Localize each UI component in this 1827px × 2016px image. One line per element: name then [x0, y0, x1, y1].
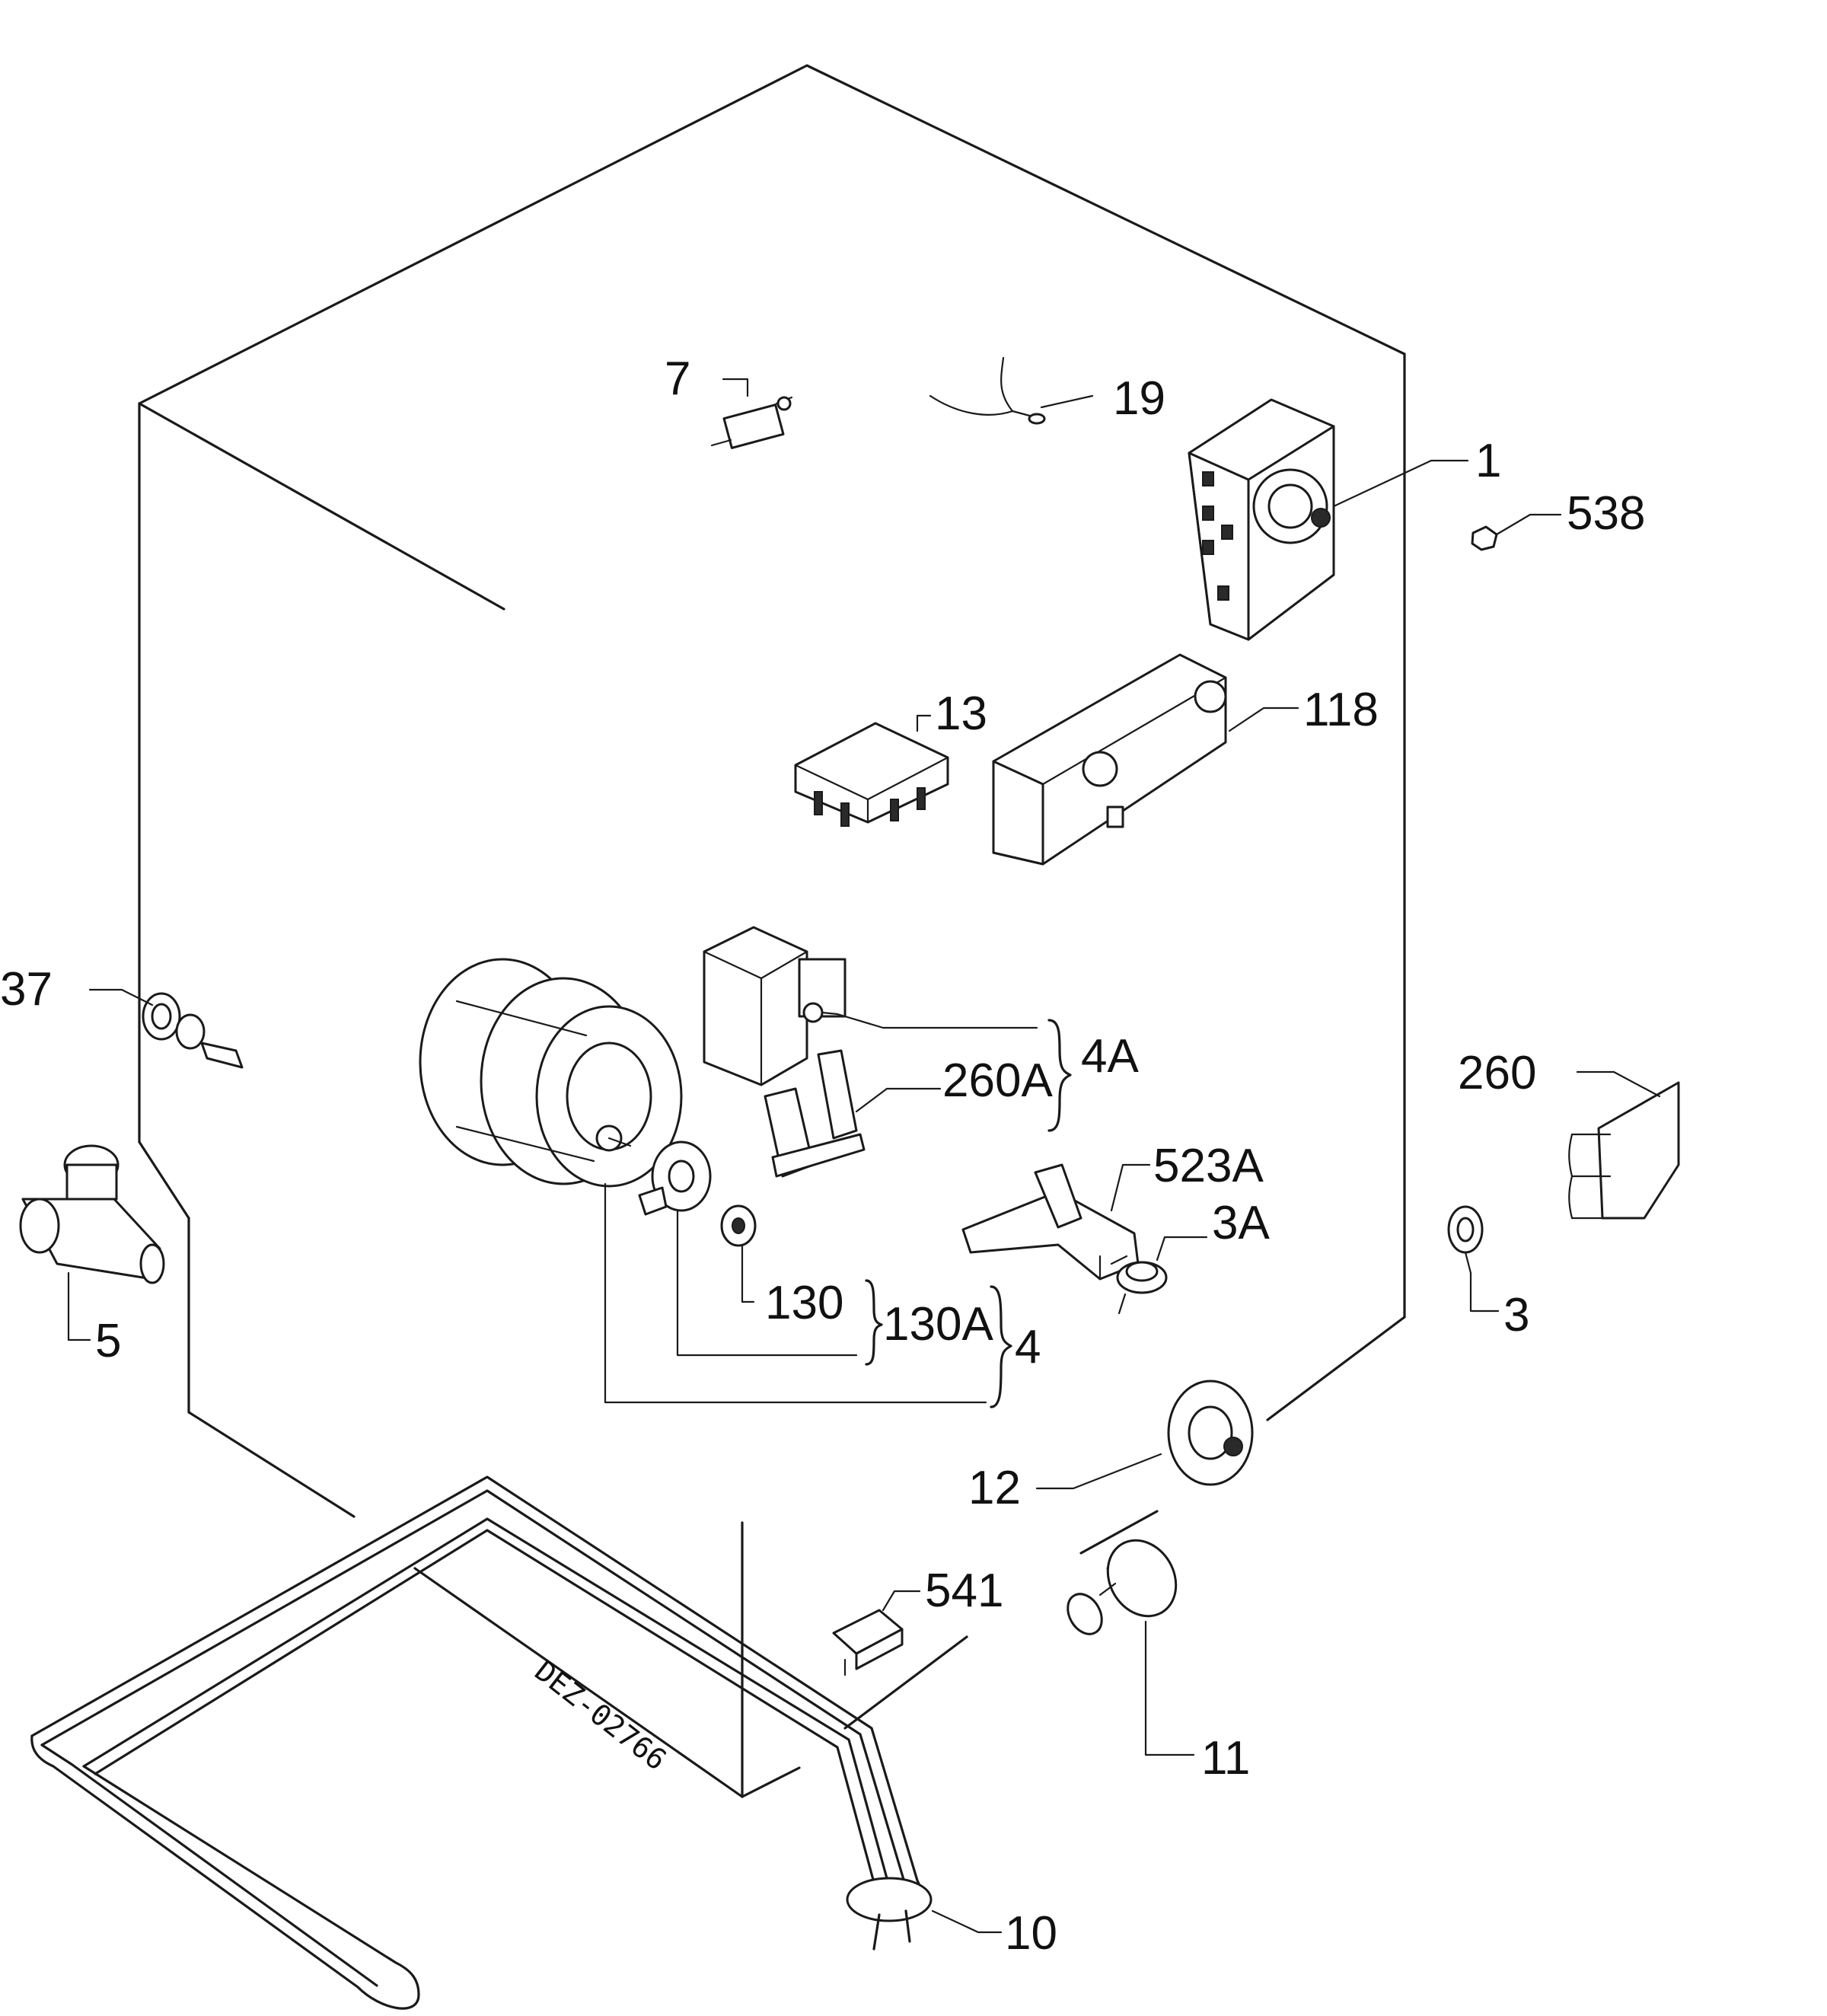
- callout-4: 4: [1015, 1321, 1041, 1373]
- switch-block: [794, 722, 949, 827]
- heating-element: [30, 1475, 933, 2010]
- callout-12: 12: [968, 1462, 1021, 1514]
- callout-13: 13: [935, 687, 987, 740]
- callout-37: 37: [0, 963, 53, 1016]
- thermostat-bracket: [961, 1163, 1140, 1281]
- leader-523A: [1110, 1163, 1151, 1212]
- leader-541: [882, 1590, 921, 1612]
- thermostat-small: [1116, 1261, 1168, 1315]
- level-switch: [142, 992, 244, 1069]
- leader-5: [67, 1271, 91, 1341]
- fan-bracket: [764, 1049, 866, 1178]
- callout-118: 118: [1303, 684, 1379, 736]
- mounting-bracket: [1568, 1081, 1680, 1220]
- brace-130A: [865, 1279, 883, 1366]
- callout-541: 541: [925, 1565, 1003, 1617]
- callout-3A: 3A: [1212, 1197, 1270, 1249]
- leader-538: [1495, 513, 1562, 536]
- callout-11: 11: [1201, 1732, 1250, 1785]
- brace-4: [990, 1285, 1012, 1408]
- wash-motor: [419, 958, 683, 1188]
- leader-11: [1144, 1620, 1195, 1756]
- leader-3: [1469, 1271, 1500, 1313]
- fan-motor: [703, 926, 847, 1086]
- brace-4A: [1047, 1019, 1072, 1132]
- leader-4: [604, 1182, 987, 1404]
- leader-10: [931, 1909, 1003, 1934]
- leader-260: [1576, 1070, 1661, 1098]
- callout-5: 5: [95, 1315, 121, 1367]
- connector-clip: [832, 1609, 904, 1676]
- callout-19: 19: [1113, 372, 1165, 425]
- leader-1: [1332, 459, 1469, 508]
- motor-end-cap: [638, 1140, 712, 1216]
- leader-37: [88, 988, 154, 1006]
- cabinet-outline: [138, 64, 1406, 1798]
- callout-260: 260: [1458, 1047, 1536, 1099]
- leader-7: [722, 378, 749, 397]
- leader-130A: [676, 1209, 858, 1357]
- leader-19: [1040, 394, 1094, 409]
- callout-10: 10: [1005, 1907, 1057, 1960]
- leader-3A: [1156, 1236, 1208, 1262]
- callout-260A: 260A: [942, 1054, 1053, 1107]
- drawing-code: DEZ-02766: [528, 1654, 672, 1776]
- leader-118: [1228, 707, 1299, 732]
- leader-4A: [836, 1013, 1038, 1029]
- motor-bearing: [720, 1204, 757, 1247]
- callout-4A: 4A: [1081, 1030, 1139, 1083]
- callout-130: 130: [765, 1277, 843, 1329]
- leader-260A: [855, 1087, 942, 1113]
- leader-13: [916, 714, 932, 732]
- drain-pump: [1067, 1539, 1178, 1635]
- door-switch: [710, 396, 793, 449]
- programme-timer: [1188, 398, 1335, 641]
- callout-7: 7: [665, 352, 690, 405]
- leader-12: [1035, 1453, 1162, 1490]
- callout-130A: 130A: [883, 1298, 993, 1351]
- callout-1: 1: [1475, 435, 1501, 487]
- leader-130: [741, 1243, 755, 1303]
- inlet-valve: [19, 1144, 165, 1284]
- callout-3: 3: [1503, 1289, 1529, 1341]
- circulation-pump: [1167, 1380, 1254, 1486]
- nut: [1471, 525, 1498, 551]
- callout-523A: 523A: [1153, 1140, 1264, 1192]
- thermostat: [1447, 1205, 1484, 1274]
- callout-538: 538: [1567, 487, 1645, 540]
- sensor-wire: [929, 356, 1046, 425]
- detergent-dispenser: [992, 653, 1227, 866]
